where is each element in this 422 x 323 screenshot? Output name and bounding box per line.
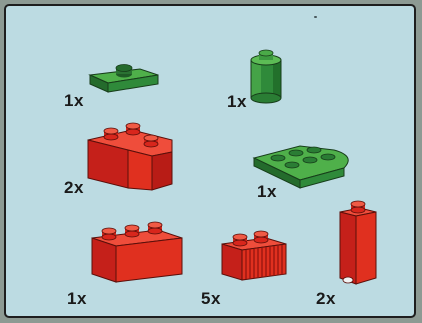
quantity-label: 2x	[64, 178, 84, 198]
green-round-brick-piece	[247, 46, 287, 106]
print-speck	[314, 16, 317, 18]
quantity-label: 5x	[201, 289, 221, 309]
quantity-label: 1x	[67, 289, 87, 309]
red-corner-brick-piece	[82, 118, 182, 198]
green-plate-piece	[82, 61, 162, 95]
red-tall-brick-piece	[334, 196, 384, 292]
quantity-label: 1x	[257, 182, 277, 202]
quantity-label: 1x	[64, 91, 84, 111]
red-1x3-brick-piece	[82, 216, 192, 286]
quantity-label: 1x	[227, 92, 247, 112]
quantity-label: 2x	[316, 289, 336, 309]
red-grille-brick-piece	[216, 228, 296, 288]
parts-inventory-panel: 1x 1x	[4, 4, 416, 318]
